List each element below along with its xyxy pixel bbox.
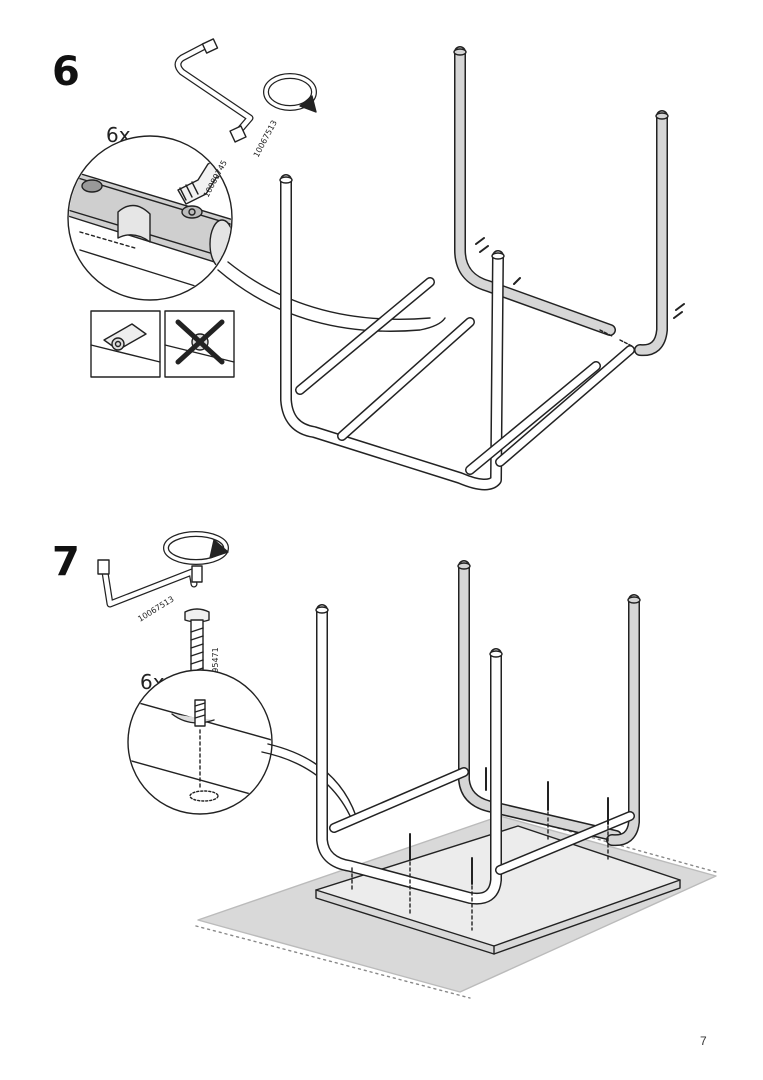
step-7-number: 7 bbox=[52, 539, 80, 585]
step-7-part-number-1: 10067513 bbox=[136, 594, 175, 623]
rotate-clockwise-icon bbox=[263, 73, 317, 113]
callout-line bbox=[217, 269, 446, 332]
rotate-counterclockwise-icon bbox=[163, 531, 229, 565]
hint-correct-box bbox=[90, 310, 161, 378]
step-7-detail-circle bbox=[127, 669, 273, 815]
allen-key-icon-step-7 bbox=[97, 559, 203, 608]
step-6-number: 6 bbox=[52, 49, 80, 95]
step-6-part-number-2: 10067513 bbox=[252, 119, 279, 159]
step-7-part-number-2: 10095471 bbox=[211, 647, 220, 688]
page-number: 7 bbox=[700, 1034, 707, 1048]
allen-key-icon bbox=[174, 38, 254, 143]
stool-frame-step-6 bbox=[279, 46, 685, 491]
stool-frame-step-7 bbox=[315, 560, 641, 931]
step-6-detail-circle bbox=[67, 135, 233, 301]
hint-incorrect-box bbox=[164, 310, 235, 378]
callout-line-inner bbox=[227, 261, 431, 321]
callout-line-step-7 bbox=[261, 751, 353, 821]
